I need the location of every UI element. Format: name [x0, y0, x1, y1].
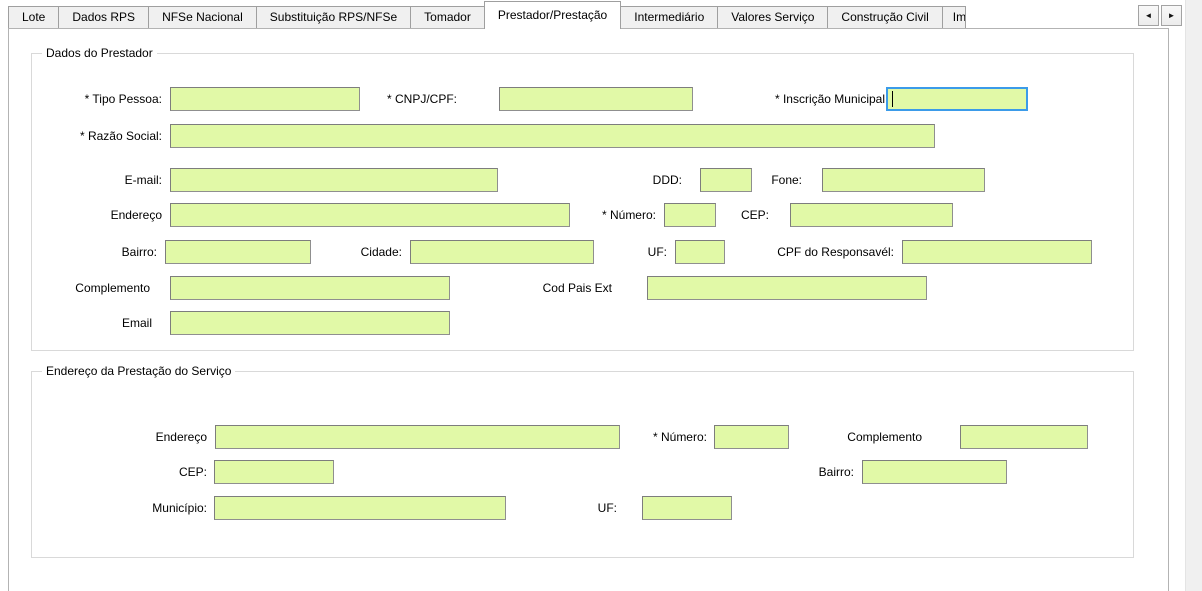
- email2-input[interactable]: [170, 311, 450, 335]
- groupbox-dados-do-prestador: Dados do Prestador * Tipo Pessoa: * CNPJ…: [31, 46, 1134, 351]
- cep-label: CEP:: [740, 208, 769, 222]
- prestacao-municipio-label: Município:: [152, 501, 207, 515]
- prestacao-bairro-label: Bairro:: [818, 465, 854, 479]
- tab-dados-rps[interactable]: Dados RPS: [58, 6, 150, 28]
- prestacao-bairro-input[interactable]: [862, 460, 1007, 484]
- prestacao-cep-input[interactable]: [214, 460, 334, 484]
- razao-social-input[interactable]: [170, 124, 935, 148]
- tab-scroll-buttons: ◄ ►: [1138, 5, 1182, 26]
- prestacao-uf-input[interactable]: [642, 496, 732, 520]
- numero-input[interactable]: [664, 203, 716, 227]
- tab-lote[interactable]: Lote: [8, 6, 60, 28]
- prestacao-municipio-input[interactable]: [214, 496, 506, 520]
- ddd-input[interactable]: [700, 168, 752, 192]
- razao-social-label: * Razão Social:: [79, 129, 162, 143]
- cod-pais-ext-input[interactable]: [647, 276, 927, 300]
- email-input[interactable]: [170, 168, 498, 192]
- form-row: * Razão Social:: [32, 124, 1133, 148]
- groupbox-endereco-prestacao: Endereço da Prestação do Serviço Endereç…: [31, 364, 1134, 558]
- tab-intermediario[interactable]: Intermediário: [620, 6, 719, 28]
- prestacao-cep-label: CEP:: [178, 465, 207, 479]
- prestacao-complemento-label: Complemento: [847, 430, 922, 444]
- endereco-input[interactable]: [170, 203, 570, 227]
- form-row: Email: [32, 311, 1133, 335]
- form-row: Endereço * Número: Complemento: [32, 425, 1133, 449]
- inscricao-municipal-label: * Inscrição Municipal: [774, 92, 885, 106]
- form-row: Complemento Cod Pais Ext: [32, 276, 1133, 300]
- cpf-responsavel-label: CPF do Responsavél:: [777, 245, 894, 259]
- text-caret: [892, 91, 893, 107]
- tab-scroll-left-button[interactable]: ◄: [1138, 5, 1159, 26]
- form-row: E-mail: DDD: Fone:: [32, 168, 1133, 192]
- tab-construcao-civil[interactable]: Construção Civil: [827, 6, 943, 28]
- form-row: Bairro: Cidade: UF: CPF do Responsavél:: [32, 240, 1133, 264]
- prestacao-numero-input[interactable]: [714, 425, 789, 449]
- arrow-right-icon: ►: [1167, 11, 1176, 20]
- form-row: Município: UF:: [32, 496, 1133, 520]
- form-row: CEP: Bairro:: [32, 460, 1133, 484]
- inscricao-municipal-focused-field: [886, 87, 1028, 111]
- arrow-left-icon: ◄: [1144, 11, 1153, 20]
- inscricao-municipal-input[interactable]: [886, 87, 1028, 111]
- ddd-label: DDD:: [652, 173, 682, 187]
- cnpj-cpf-input[interactable]: [499, 87, 693, 111]
- bairro-input[interactable]: [165, 240, 311, 264]
- tipo-pessoa-input[interactable]: [170, 87, 360, 111]
- complemento-label: Complemento: [75, 281, 150, 295]
- tab-nfse-nacional[interactable]: NFSe Nacional: [148, 6, 257, 28]
- prestacao-uf-label: UF:: [597, 501, 617, 515]
- tab-scroll-right-button[interactable]: ►: [1161, 5, 1182, 26]
- vertical-scrollbar[interactable]: [1185, 0, 1202, 591]
- endereco-label: Endereço: [110, 208, 162, 222]
- prestacao-endereco-label: Endereço: [155, 430, 207, 444]
- cnpj-cpf-label: * CNPJ/CPF:: [386, 92, 457, 106]
- email-label: E-mail:: [124, 173, 162, 187]
- prestacao-numero-label: * Número:: [652, 430, 707, 444]
- uf-label: UF:: [647, 245, 667, 259]
- fone-label: Fone:: [771, 173, 802, 187]
- tab-valores-servico[interactable]: Valores Serviço: [717, 6, 829, 28]
- uf-input[interactable]: [675, 240, 725, 264]
- email2-label: Email: [121, 316, 152, 330]
- cidade-input[interactable]: [410, 240, 594, 264]
- tab-strip: Lote Dados RPS NFSe Nacional Substituiçã…: [8, 0, 1139, 29]
- tab-truncated[interactable]: Im: [941, 6, 966, 28]
- form-row: Endereço * Número: CEP:: [32, 203, 1133, 227]
- tab-tomador[interactable]: Tomador: [410, 6, 485, 28]
- numero-label: * Número:: [601, 208, 656, 222]
- cep-input[interactable]: [790, 203, 953, 227]
- groupbox-title: Endereço da Prestação do Serviço: [42, 364, 236, 378]
- tab-prestador-prestacao[interactable]: Prestador/Prestação: [483, 1, 622, 29]
- bairro-label: Bairro:: [121, 245, 157, 259]
- tab-substituicao-rps-nfse[interactable]: Substituição RPS/NFSe: [255, 6, 412, 28]
- cod-pais-ext-label: Cod Pais Ext: [542, 281, 612, 295]
- prestacao-endereco-input[interactable]: [215, 425, 620, 449]
- fone-input[interactable]: [822, 168, 985, 192]
- cidade-label: Cidade:: [360, 245, 402, 259]
- tab-page-panel: Dados do Prestador * Tipo Pessoa: * CNPJ…: [8, 28, 1169, 591]
- cpf-responsavel-input[interactable]: [902, 240, 1092, 264]
- prestacao-complemento-input[interactable]: [960, 425, 1088, 449]
- form-row: * Tipo Pessoa: * CNPJ/CPF: * Inscrição M…: [32, 87, 1133, 111]
- tipo-pessoa-label: * Tipo Pessoa:: [84, 92, 162, 106]
- complemento-input[interactable]: [170, 276, 450, 300]
- groupbox-title: Dados do Prestador: [42, 46, 157, 60]
